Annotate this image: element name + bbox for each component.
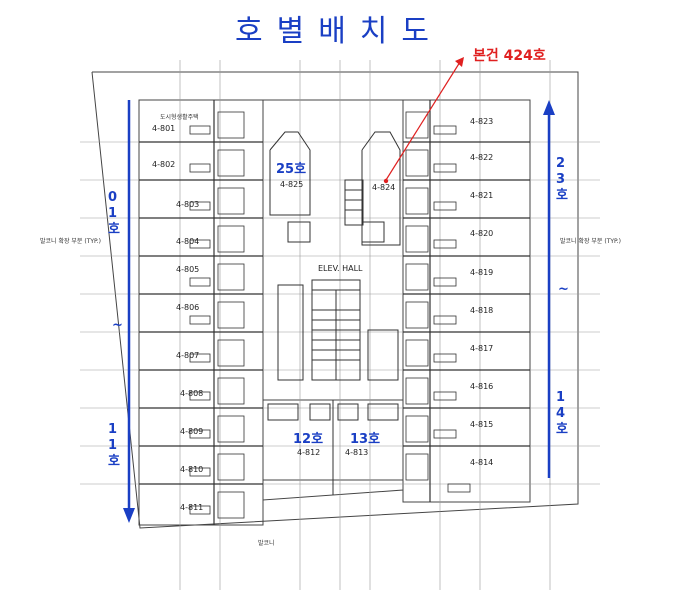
unit-number: 4-802 <box>152 160 176 169</box>
right-wing-bathrooms <box>405 111 471 493</box>
unit-number: 4-814 <box>470 458 494 467</box>
unit-number: 4-810 <box>180 465 204 474</box>
building-outline <box>91 71 579 529</box>
range-label-top-center: 25호 <box>276 162 307 177</box>
range-label-right-top: 23호 <box>556 156 568 203</box>
range-arrows <box>123 100 555 523</box>
unit-number: 4-825 <box>280 180 304 189</box>
unit-number: 4-823 <box>470 117 494 126</box>
unit-number: 4-804 <box>176 237 200 246</box>
unit-number: 4-805 <box>176 265 200 274</box>
range-label-right-bottom: 14호 <box>556 390 568 437</box>
unit-number: 4-815 <box>470 420 494 429</box>
unit-number: 4-820 <box>470 229 494 238</box>
range-label-bottom-left: 12호 <box>293 432 324 447</box>
range-label-left-top: 01호 <box>108 190 120 237</box>
unit-number: 4-803 <box>176 200 200 209</box>
balcony-label-right: 발코니 확장 부분 (TYP.) <box>560 238 621 245</box>
unit-number: 4-812 <box>297 448 321 457</box>
subject-unit-label: 본건 424호 <box>473 48 546 64</box>
left-wing-bathrooms <box>189 111 245 519</box>
grid-lines <box>80 60 600 590</box>
unit-number: 4-801 <box>152 124 176 133</box>
unit-number: 4-807 <box>176 351 200 360</box>
page-title: 호별배치도 <box>235 14 443 49</box>
unit-number: 4-809 <box>180 427 204 436</box>
right-wing-units <box>403 100 530 502</box>
elev-hall-label: ELEV. HALL <box>318 264 363 273</box>
balcony-label-bottom: 발코니 <box>258 540 275 547</box>
unit-number: 4-824 <box>372 183 396 192</box>
unit-number: 4-808 <box>180 389 204 398</box>
unit-number: 4-811 <box>180 503 204 512</box>
housing-type-label: 도시형생활주택 <box>160 114 199 121</box>
unit-number: 4-816 <box>470 382 494 391</box>
unit-number: 4-822 <box>470 153 494 162</box>
range-label-right-tilde: ~ <box>558 282 569 297</box>
balcony-label-left: 발코니 확장 부분 (TYP.) <box>40 238 101 245</box>
unit-number: 4-819 <box>470 268 494 277</box>
range-label-bottom-right: 13호 <box>350 432 381 447</box>
left-wing-units <box>139 100 263 525</box>
range-label-left-tilde: ~ <box>112 318 123 333</box>
bottom-units <box>267 400 399 495</box>
unit-number: 4-813 <box>345 448 369 457</box>
subject-marker <box>383 57 464 184</box>
center-core <box>269 131 401 381</box>
unit-number: 4-818 <box>470 306 494 315</box>
range-label-left-bottom: 11호 <box>108 422 120 469</box>
unit-number: 4-806 <box>176 303 200 312</box>
unit-number: 4-817 <box>470 344 494 353</box>
unit-number: 4-821 <box>470 191 494 200</box>
